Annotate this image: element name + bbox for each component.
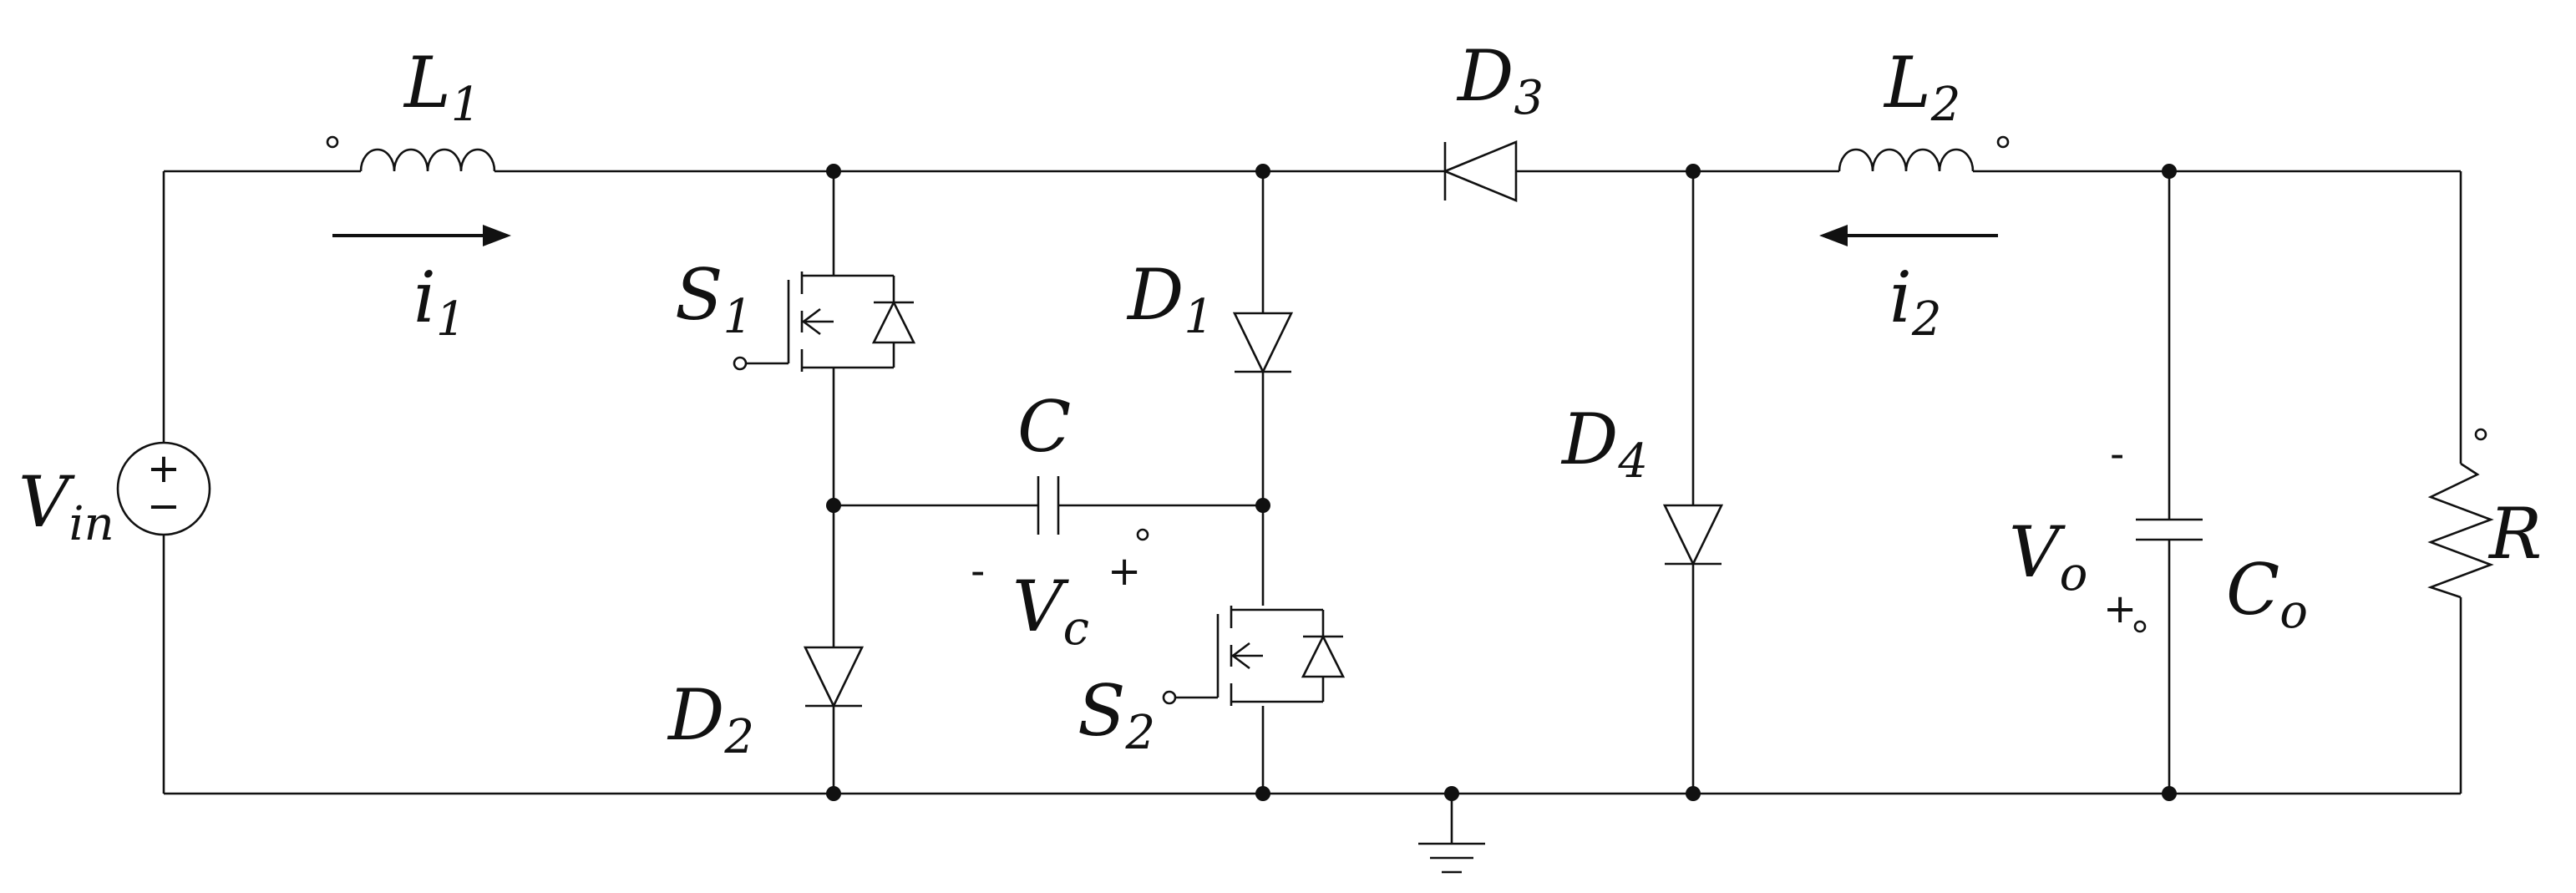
junction-dot xyxy=(1255,164,1270,179)
label-vc: Vc xyxy=(1012,566,1089,656)
label-l2: L2 xyxy=(1883,42,1960,132)
vo-plus-sign: + xyxy=(2103,586,2137,632)
diode-d2: D2 xyxy=(667,646,865,764)
capacitor-co: Co xyxy=(2133,518,2308,639)
ground-symbol xyxy=(1418,842,1485,874)
label-d4: D4 xyxy=(1560,398,1648,489)
voltage-label-vc: - + Vc xyxy=(971,548,1141,656)
junction-dot xyxy=(1686,164,1701,179)
label-i1: i1 xyxy=(413,256,466,347)
label-r: R xyxy=(2487,493,2542,575)
inductor-l1: L1 xyxy=(326,42,496,172)
label-i2: i2 xyxy=(1889,256,1942,347)
junction-dot xyxy=(1255,498,1270,513)
current-arrow-i1: i1 xyxy=(332,225,511,347)
label-c: C xyxy=(1017,386,1071,468)
dot-marker xyxy=(2474,428,2487,441)
label-s1: S1 xyxy=(675,254,753,344)
junctions xyxy=(826,164,2177,801)
junction-dot xyxy=(1686,786,1701,801)
resistor-r: R xyxy=(2427,428,2542,599)
label-d3: D3 xyxy=(1456,35,1544,125)
vo-minus-sign: - xyxy=(2110,431,2124,478)
label-s2: S2 xyxy=(1078,670,1155,760)
vc-minus-sign: - xyxy=(971,548,985,595)
dot-marker xyxy=(326,135,339,149)
source-plus-sign: + xyxy=(147,445,180,492)
junction-dot xyxy=(2162,786,2177,801)
diode-d3: D3 xyxy=(1442,35,1544,202)
voltage-label-vo: - + Vo xyxy=(2009,431,2137,632)
inductor-l2: L2 xyxy=(1838,42,2010,172)
label-l1: L1 xyxy=(403,42,480,132)
label-co: Co xyxy=(2226,549,2308,639)
mosfet-s1: S1 xyxy=(675,254,916,372)
junction-dot xyxy=(1255,786,1270,801)
wires xyxy=(162,170,2462,844)
voltage-source-vin: + − Vin xyxy=(18,441,211,551)
gate-terminal xyxy=(733,356,748,371)
diode-d1: D1 xyxy=(1126,254,1294,374)
junction-dot xyxy=(826,164,841,179)
label-d1: D1 xyxy=(1126,254,1214,344)
dot-marker xyxy=(2133,620,2147,633)
gate-terminal xyxy=(1162,690,1177,705)
junction-dot xyxy=(826,786,841,801)
vc-plus-sign: + xyxy=(1108,548,1141,595)
capacitor-c: C xyxy=(1017,386,1149,541)
label-vo: Vo xyxy=(2009,511,2087,601)
mosfet-s2: S2 xyxy=(1078,606,1346,760)
junction-dot xyxy=(2162,164,2177,179)
dot-marker xyxy=(1996,135,2010,149)
label-d2: D2 xyxy=(667,674,754,764)
dot-marker xyxy=(1136,528,1149,541)
junction-dot xyxy=(826,498,841,513)
diode-d4: D4 xyxy=(1560,398,1724,566)
label-vin: Vin xyxy=(18,461,114,551)
source-minus-sign: − xyxy=(147,483,180,530)
junction-dot xyxy=(1444,786,1459,801)
current-arrow-i2: i2 xyxy=(1819,225,1998,347)
